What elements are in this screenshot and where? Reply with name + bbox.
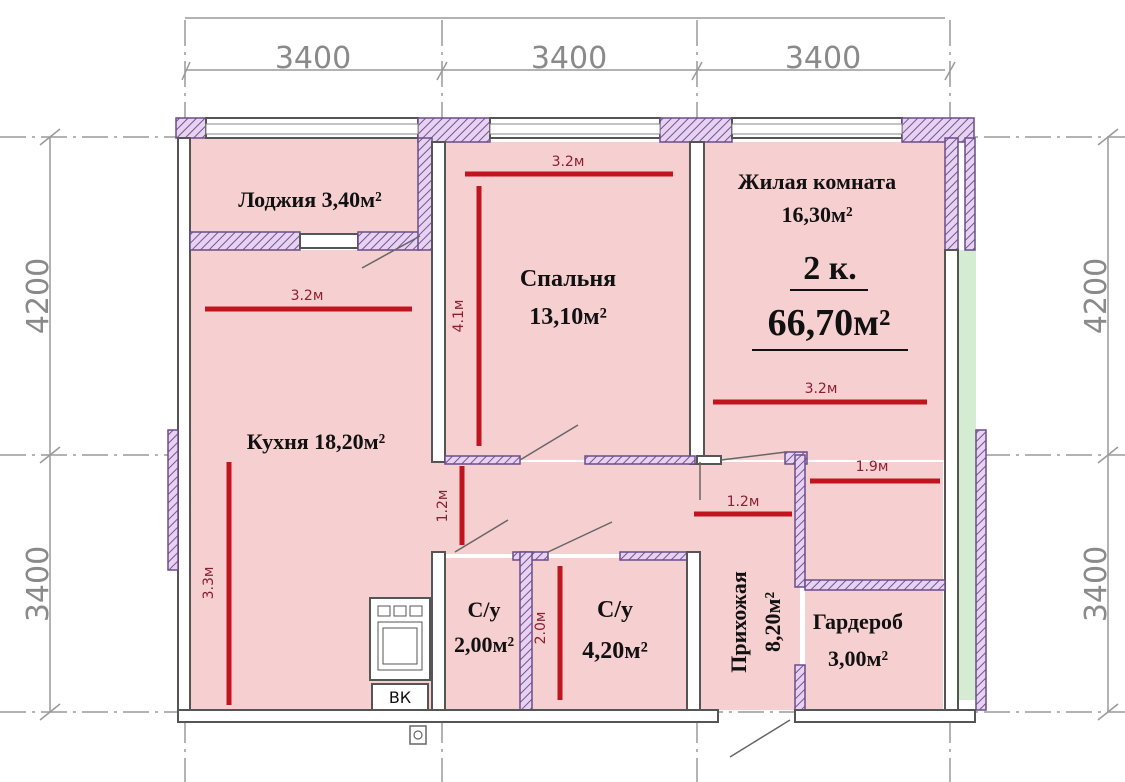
wc2-area: 4,20м²: [582, 638, 648, 664]
wc1-area: 2,00м²: [454, 632, 514, 657]
bedroom-name: Спальня: [520, 266, 616, 292]
kitchen-height-label: 3.3м: [201, 567, 217, 600]
hall-area: 8,20м²: [760, 592, 785, 652]
bedroom-area: 13,10м²: [529, 304, 607, 330]
wc1-area: [445, 558, 523, 710]
wardrobe-area: 3,00м²: [828, 646, 888, 671]
riser-icon: [409, 725, 427, 745]
vent-box: ВК: [371, 683, 429, 711]
wardrobe-width-label: 1.9м: [856, 459, 889, 475]
apartment-area: 66,70м²: [768, 302, 891, 344]
right-dim-2: 3400: [1079, 546, 1114, 622]
living-room-area: [705, 142, 945, 460]
wc2-height-label: 2.0м: [533, 612, 549, 645]
wc1-name: С/у: [468, 597, 501, 622]
vent-label: ВК: [389, 688, 412, 707]
left-dim-1: 4200: [21, 258, 56, 334]
apartment-rooms: 2 к.: [803, 250, 857, 287]
walls: [167, 117, 987, 723]
kitchen-width-label: 3.2м: [291, 288, 324, 304]
left-dim-2: 3400: [21, 546, 56, 622]
kitchen-label: Кухня 18,20м²: [247, 429, 386, 454]
living-room-name: Жилая комната: [738, 169, 896, 194]
right-dim-1: 4200: [1079, 258, 1114, 334]
wc2-name: С/у: [597, 597, 633, 623]
bedroom-width-label: 3.2м: [552, 154, 585, 170]
bedroom-area: [445, 142, 690, 460]
hall-area: [700, 462, 800, 710]
loggia-area: [190, 138, 420, 233]
loggia-label: Лоджия 3,40м²: [238, 187, 382, 212]
hall-width-label: 1.2м: [727, 494, 760, 510]
balcony-strip: [958, 250, 976, 700]
top-dim-2: 3400: [531, 41, 607, 76]
wardrobe-name: Гардероб: [813, 609, 903, 634]
measure-labels: 3.2м 4.1м 3.2м 3.2м 3.3м 1.2м 1.2м 1.9м …: [201, 154, 888, 644]
room-labels: Лоджия 3,40м² Жилая комната 16,30м² 2 к.…: [238, 169, 908, 673]
corridor-height-label: 1.2м: [435, 490, 451, 523]
wardrobe-area: [805, 590, 943, 710]
top-dim-1: 3400: [275, 41, 351, 76]
doors: [361, 235, 791, 758]
measure-lines: [205, 171, 940, 705]
living-room-area: 16,30м²: [781, 202, 852, 227]
stove: [369, 597, 431, 681]
wc2-area: [532, 558, 687, 710]
bedroom-height-label: 4.1м: [451, 300, 467, 333]
living-width-label: 3.2м: [805, 381, 838, 397]
hall-name: Прихожая: [726, 571, 751, 673]
top-dim-3: 3400: [785, 41, 861, 76]
